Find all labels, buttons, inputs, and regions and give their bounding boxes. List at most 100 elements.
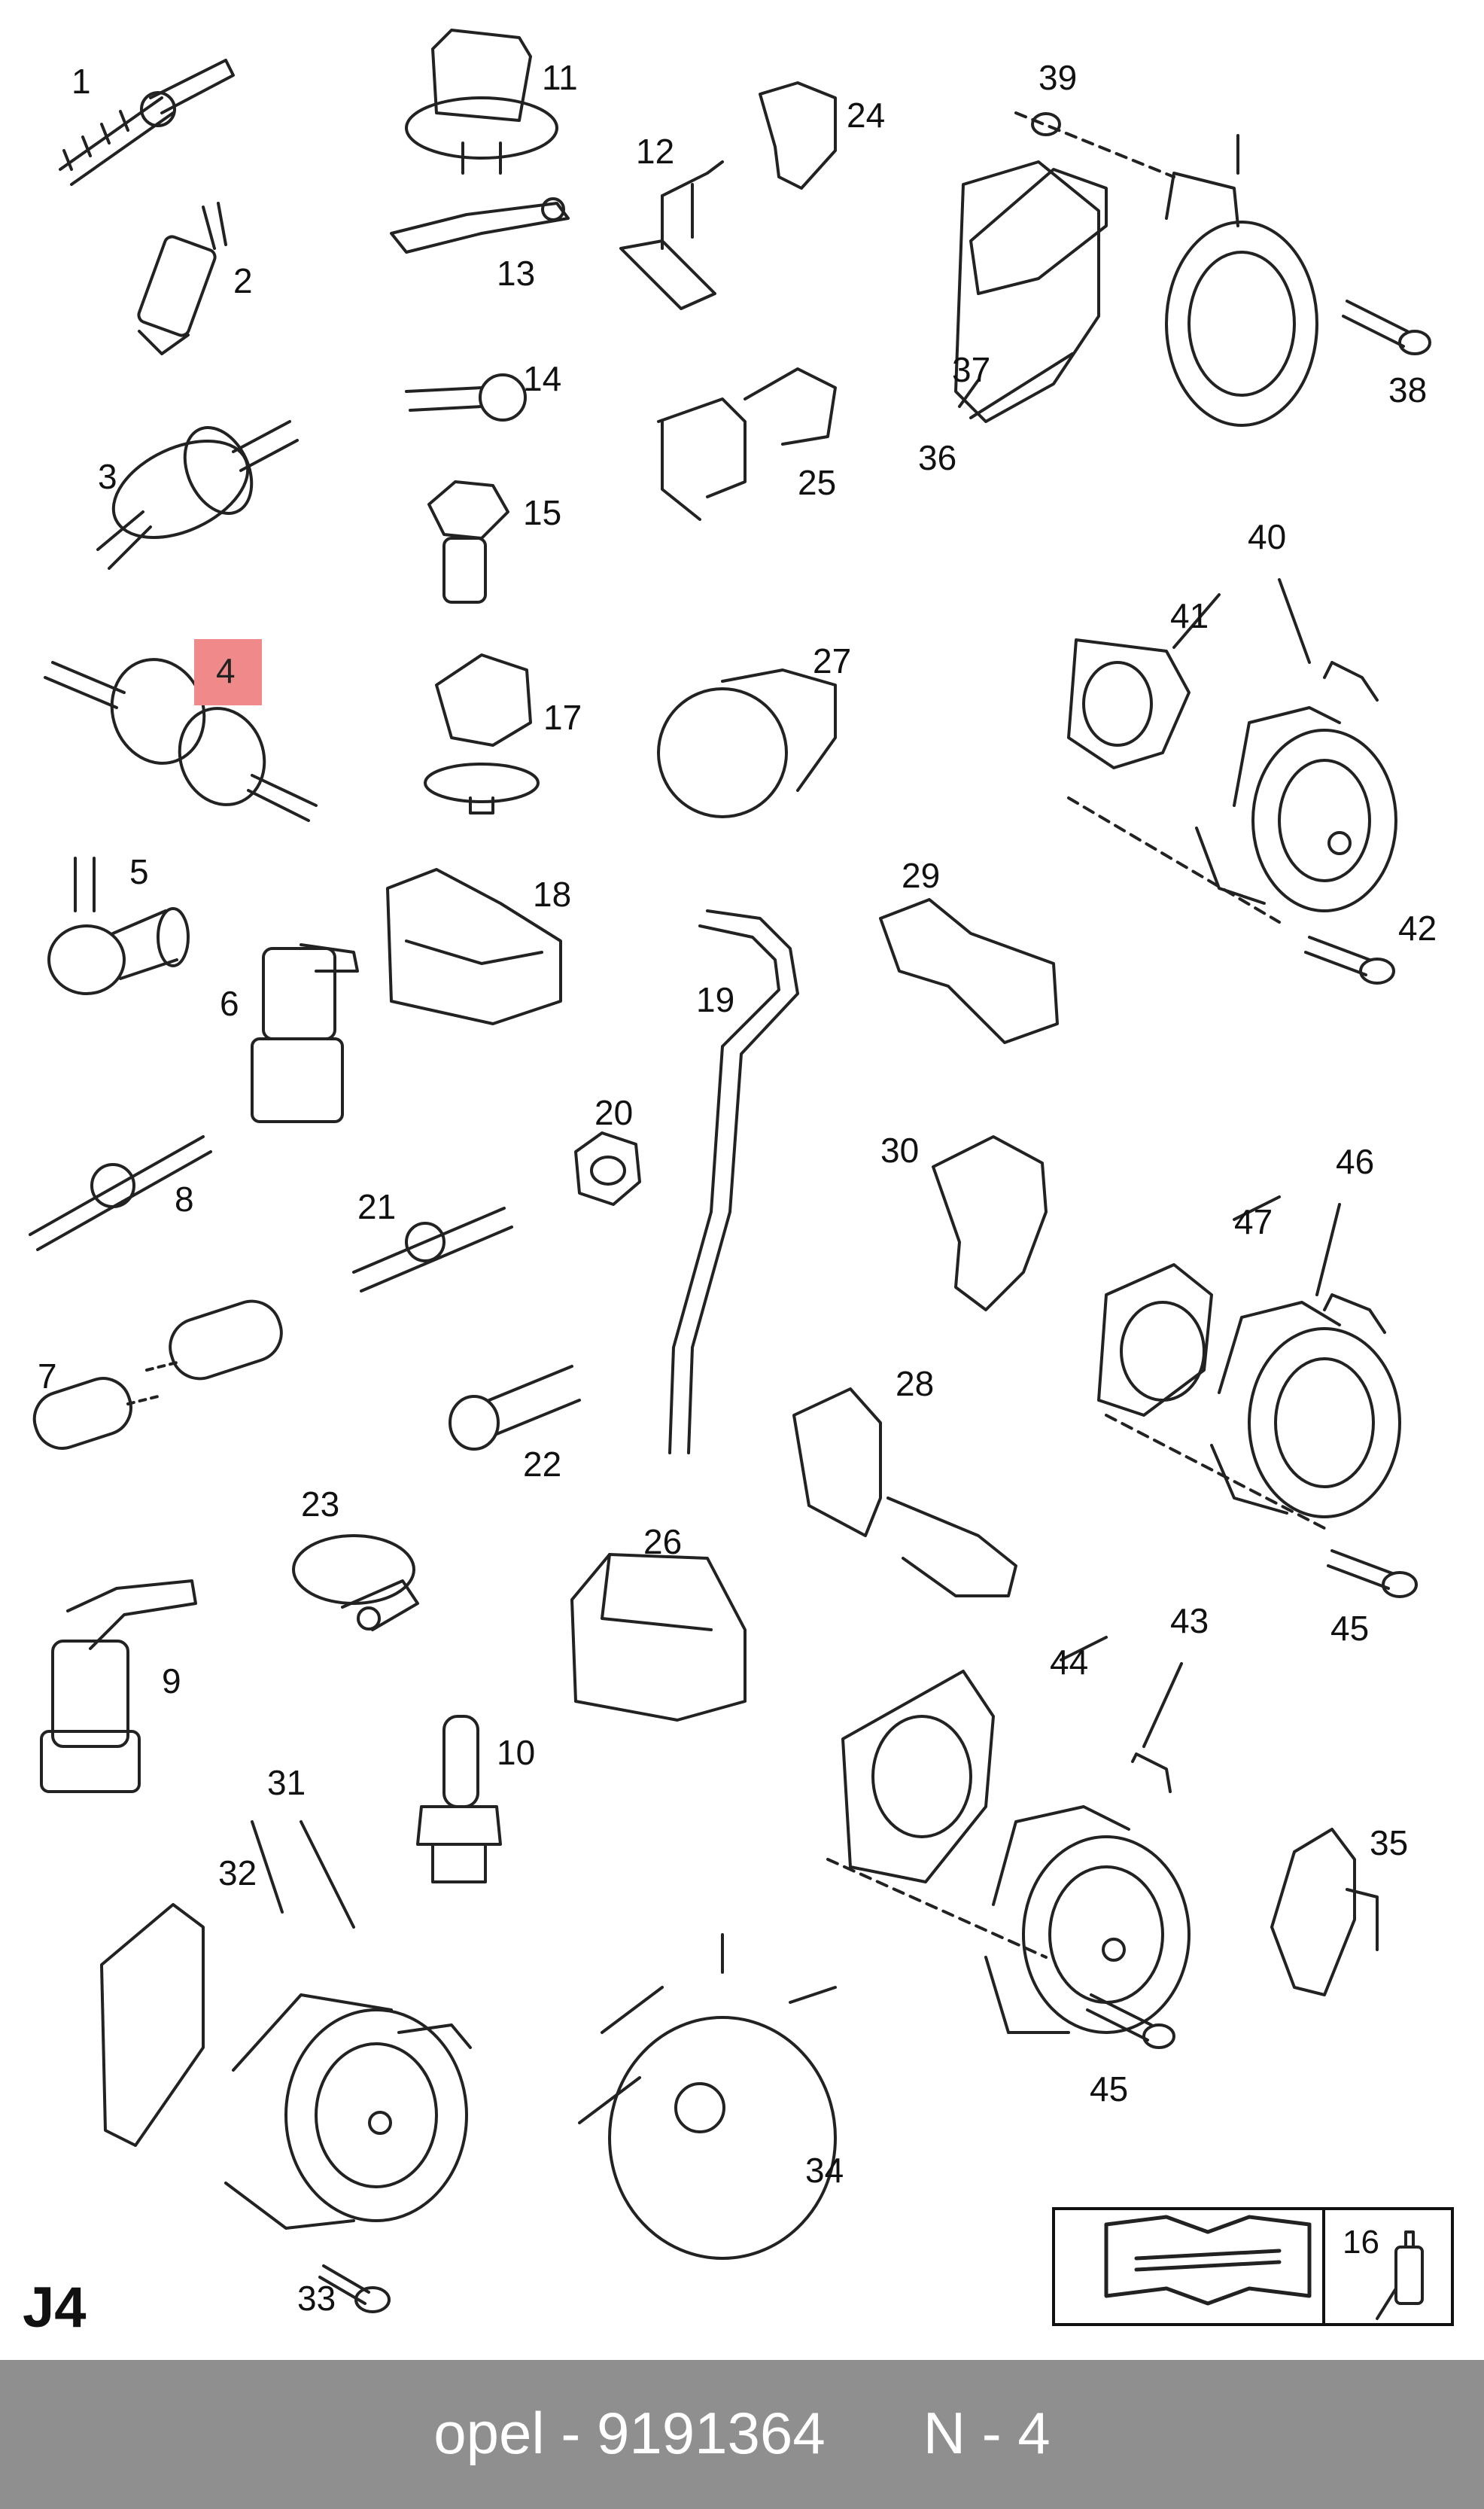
part-20-nut [574,1131,641,1206]
callout-25: 25 [798,463,837,502]
part-3-check-valve [96,420,299,570]
callout-8: 8 [175,1180,194,1219]
part-31-vacuum-pump [100,1903,472,2230]
part-7-hose-sleeves [32,1299,283,1450]
callout-18: 18 [533,875,572,914]
highlight-marker [194,639,262,705]
callout-24: 24 [847,96,886,135]
sheet-code: J4 [23,2276,87,2340]
callout-13: 13 [497,254,536,293]
part-1-hose-connector [59,59,235,186]
callout-31: 31 [267,1763,306,1802]
highlight-label: 4 [216,651,236,690]
callout-23: 23 [301,1484,340,1524]
callout-2: 2 [233,261,253,300]
part-10-fitting [416,1715,502,1883]
sealant-bottle-icon [1376,2230,1424,2320]
part-30-clip [932,1135,1048,1311]
part-43-vacuum-pump [984,1752,1191,2034]
callout-16: 16 [1343,2224,1379,2261]
part-13-strap-clip [390,197,570,254]
part-22-hose-connector [449,1365,581,1451]
callout-38: 38 [1388,370,1428,410]
part-45-bolt-lower [1086,1993,1175,2049]
part-26-holder [570,1553,747,1722]
service-reference-box: 16 [1052,2207,1454,2326]
callout-30: 30 [880,1131,920,1170]
callout-29: 29 [902,856,941,895]
assembly-axis-40 [1067,796,1281,924]
leader-36-37 [958,352,1074,419]
part-14-screw [405,373,527,422]
callout-21: 21 [357,1187,397,1226]
assembly-axis-43 [826,1858,1048,1959]
callout-14: 14 [523,359,562,398]
service-manual-icon [1104,2215,1312,2306]
part-40-vacuum-pump [1195,661,1397,912]
part-38-bolt [1342,300,1431,355]
part-37-gasket [969,168,1108,295]
callout-27: 27 [813,641,852,681]
callout-47: 47 [1234,1202,1273,1241]
assembly-axis-46 [1105,1414,1326,1530]
part-33-bolt [318,2264,391,2313]
callout-36: 36 [918,438,957,477]
callout-5: 5 [129,852,149,891]
part-47-gasket [1097,1263,1213,1417]
callout-7: 7 [38,1357,57,1396]
callout-32: 32 [218,1853,257,1892]
leader-31-32 [251,1820,355,1929]
part-17-clip [424,653,540,815]
part-2-quick-connector [137,202,227,355]
callout-19: 19 [696,980,735,1019]
callout-45-upper: 45 [1330,1609,1370,1648]
part-8-hose-connector [29,1135,212,1251]
part-15-bolt [427,480,509,604]
part-28-clip [792,1387,1017,1597]
callout-20: 20 [595,1093,634,1132]
part-18-clip [386,868,562,1025]
callout-44: 44 [1050,1643,1089,1682]
part-34-vacuum-pump [578,1933,837,2260]
callout-1: 1 [71,62,91,101]
callout-12: 12 [636,132,675,171]
part-5-elbow-connector [47,857,190,995]
part-19-hose [668,909,799,1454]
part-6-valve-connector [251,943,359,1123]
part-41-gasket [1067,638,1191,769]
callout-35: 35 [1370,1823,1409,1862]
leader-43-44 [1060,1636,1183,1748]
callout-33: 33 [297,2279,336,2318]
footer-bar: opel - 9191364 N - 4 [0,2360,1484,2509]
part-29-clip [879,898,1059,1044]
part-46-vacuum-pump [1210,1293,1401,1518]
part-11-clip [405,29,558,175]
leader-46-47 [1233,1195,1341,1296]
callout-39: 39 [1038,58,1078,97]
ref-box-divider [1322,2210,1325,2323]
part-27-clip [657,668,837,818]
callout-28: 28 [896,1364,935,1403]
part-12-bracket [619,160,724,310]
part-45-bolt-upper [1327,1549,1418,1598]
part-42-bolt [1304,936,1395,985]
part-9-elbow-quick-connector [40,1579,197,1793]
callout-46: 46 [1336,1142,1375,1181]
callout-26: 26 [643,1522,683,1561]
part-36-vacuum-pump [954,134,1318,427]
callout-17: 17 [543,698,582,737]
part-25-double-clip [657,367,837,521]
callout-10: 10 [497,1733,536,1772]
callout-11: 11 [542,58,578,97]
callout-41: 41 [1170,596,1209,635]
part-39-bolt [1014,111,1175,178]
part-23-hose-clamp [292,1534,419,1631]
leader-40-41 [1172,578,1311,664]
callout-34: 34 [805,2151,844,2190]
callout-9: 9 [162,1661,181,1701]
part-24-clip [759,81,837,190]
footer-part-number: opel - 9191364 N - 4 [433,2400,1051,2466]
part-4-check-valve [44,658,318,822]
part-21-hose-connector [352,1207,513,1293]
